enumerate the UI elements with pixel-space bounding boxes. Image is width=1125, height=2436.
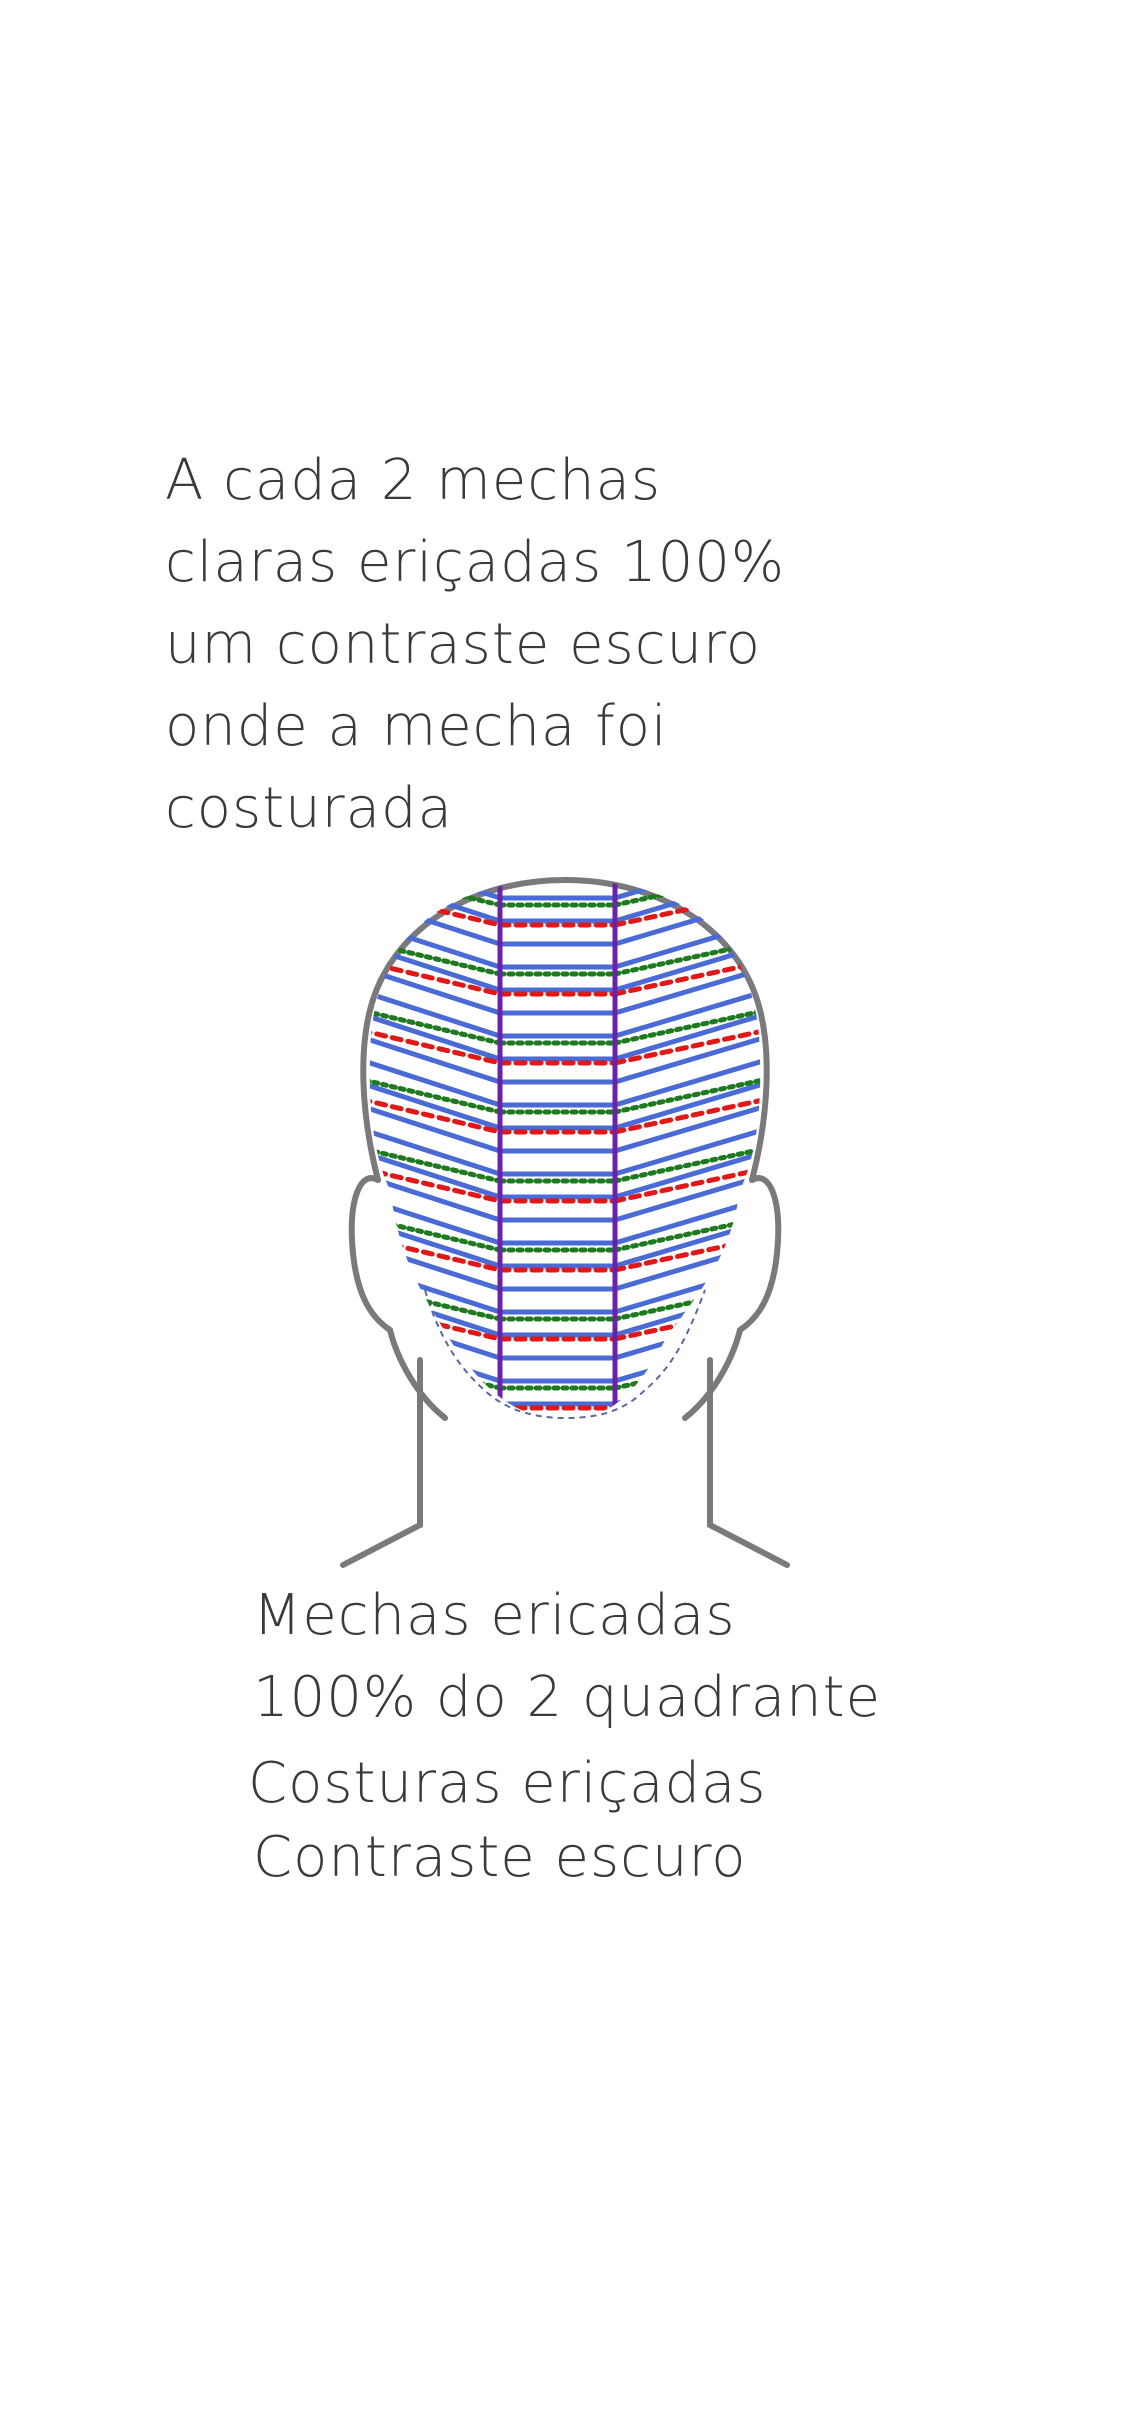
costura-dotted <box>369 1138 503 1184</box>
mecha-line <box>369 1162 503 1223</box>
instruction-text: A cada 2 mechas claras eriçadas 100% um … <box>165 440 785 850</box>
mecha-line <box>369 1185 503 1246</box>
mecha-line <box>369 1346 503 1407</box>
instruction-line: onde a mecha foi <box>165 694 668 759</box>
costura-dotted <box>612 1138 761 1184</box>
contraste-red <box>612 1158 761 1204</box>
contraste-red <box>369 1227 503 1273</box>
instruction-line: costurada <box>165 776 453 841</box>
mecha-line <box>369 1070 503 1131</box>
mecha-line <box>612 1001 761 1062</box>
mecha-line <box>369 1093 503 1154</box>
mecha-line <box>369 932 503 993</box>
mecha-line <box>369 978 503 1039</box>
mecha-line <box>369 909 503 970</box>
mecha-line <box>612 1231 761 1292</box>
costura-dotted <box>369 1276 503 1322</box>
costura-dotted <box>612 1207 761 1253</box>
costura-dotted <box>612 931 761 977</box>
contraste-red <box>612 951 761 997</box>
mecha-line <box>612 978 761 1039</box>
head-outline <box>340 876 790 1568</box>
hairline-dashed <box>424 1289 706 1420</box>
contraste-red <box>612 1089 761 1135</box>
costura-dotted <box>369 1000 503 1046</box>
mecha-line <box>612 955 761 1016</box>
contraste-red <box>369 1158 503 1204</box>
mecha-line <box>369 955 503 1016</box>
mecha-line <box>612 1047 761 1108</box>
instruction-line: A cada 2 mechas <box>165 448 662 513</box>
mecha-line <box>369 1139 503 1200</box>
mecha-line <box>612 932 761 993</box>
instruction-line: claras eriçadas 100% <box>165 530 786 595</box>
contraste-red <box>612 1020 761 1066</box>
costura-dotted <box>369 880 503 908</box>
contraste-red <box>369 951 503 997</box>
mecha-line <box>612 1116 761 1177</box>
mecha-line <box>612 1024 761 1085</box>
mecha-line <box>612 1162 761 1223</box>
costura-dotted <box>369 1069 503 1115</box>
contraste-red <box>369 1089 503 1135</box>
mecha-line <box>369 1047 503 1108</box>
mecha-line <box>369 1001 503 1062</box>
mecha-line <box>369 1116 503 1177</box>
legend-mechas-line2: 100% do 2 quadrante <box>253 1665 882 1730</box>
mecha-line <box>612 1185 761 1246</box>
legend-contraste: Contraste escuro <box>253 1825 747 1890</box>
head-back-diagram <box>340 876 790 1568</box>
costura-dotted <box>612 1069 761 1115</box>
mecha-line <box>612 880 761 924</box>
mecha-line <box>612 1139 761 1200</box>
costura-dotted <box>369 1207 503 1253</box>
contraste-red <box>369 1020 503 1066</box>
mecha-line <box>369 1024 503 1085</box>
costura-dotted <box>369 931 503 977</box>
mecha-line <box>369 1208 503 1269</box>
mecha-line <box>369 1231 503 1292</box>
contraste-red <box>369 882 503 928</box>
mecha-line <box>369 1277 503 1338</box>
costura-dotted <box>612 1000 761 1046</box>
costura-dotted <box>612 880 761 908</box>
mecha-line <box>612 1070 761 1131</box>
legend-mechas-line1: Mechas ericadas <box>253 1583 736 1648</box>
mecha-line <box>612 909 761 970</box>
legend: Mechas ericadas 100% do 2 quadrante Cost… <box>248 1575 973 1899</box>
mecha-line <box>612 1093 761 1154</box>
instruction-line: um contraste escuro <box>165 612 762 677</box>
contraste-red <box>612 1227 761 1273</box>
mecha-line <box>612 1208 761 1269</box>
legend-costuras: Costuras eriçadas <box>248 1751 767 1816</box>
